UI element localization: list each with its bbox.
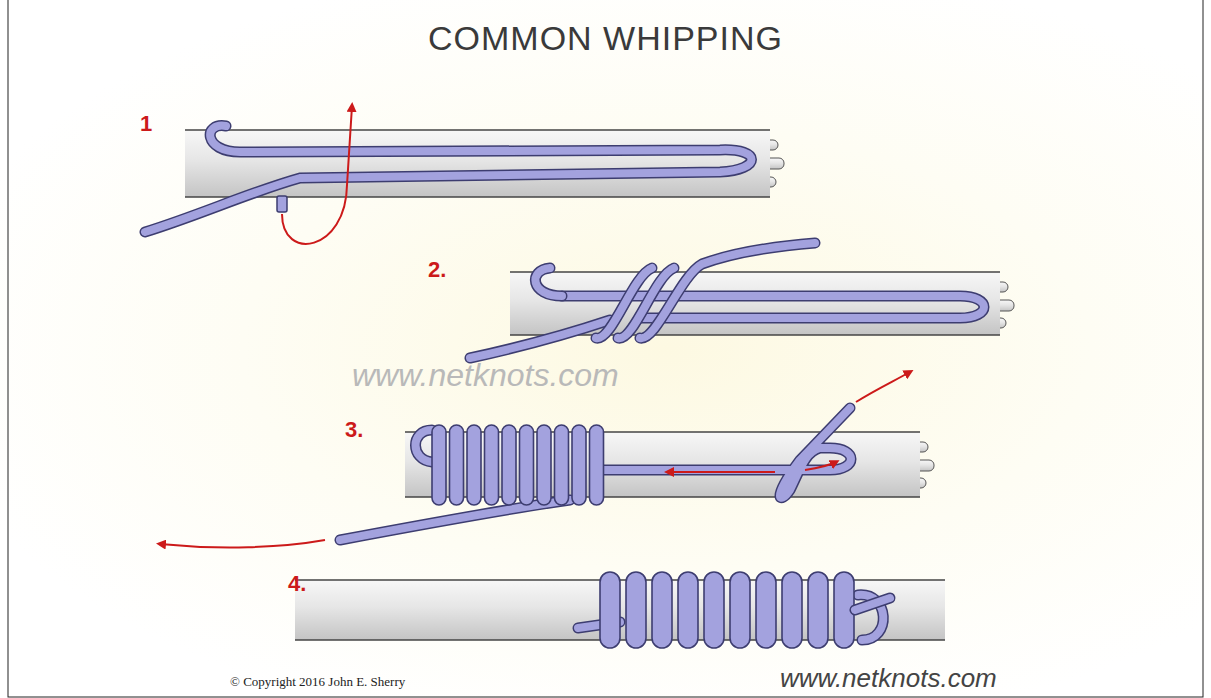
twine-turn	[520, 425, 534, 505]
twine-turn	[782, 572, 802, 648]
twine-turn	[600, 572, 620, 648]
twine-turn	[572, 425, 586, 505]
step-number: 4.	[288, 572, 306, 596]
twine-turns	[432, 425, 604, 505]
twine-turn	[652, 572, 672, 648]
step-number: 3.	[345, 418, 363, 442]
twine-turn	[502, 425, 516, 505]
twine-turn	[704, 572, 724, 648]
whipping-twine	[855, 598, 890, 610]
twine-turn	[537, 425, 551, 505]
whipping-twine	[470, 243, 984, 358]
copyright-note: © Copyright 2016 John E. Sherry	[230, 675, 405, 689]
twine-turn	[626, 572, 646, 648]
twine-turn	[756, 572, 776, 648]
twine-turn	[432, 425, 446, 505]
twine-turn	[678, 572, 698, 648]
twine-turn	[730, 572, 750, 648]
step-number: 1	[140, 112, 152, 136]
twine-turn	[450, 425, 464, 505]
twine-turn	[555, 425, 569, 505]
direction-arrow	[160, 372, 910, 547]
twine-turn	[485, 425, 499, 505]
watermark: www.netknots.com	[780, 664, 997, 693]
direction-arrow	[282, 106, 352, 244]
whipping-twine	[145, 126, 752, 232]
whipping-twine	[340, 408, 851, 540]
twine-turn	[467, 425, 481, 505]
twine-turn	[808, 572, 828, 648]
diagram-title: COMMON WHIPPING	[428, 20, 783, 57]
twine-turn	[590, 425, 604, 505]
watermark: www.netknots.com	[352, 358, 619, 393]
step-number: 2.	[428, 258, 446, 282]
twine-turns	[600, 572, 854, 648]
